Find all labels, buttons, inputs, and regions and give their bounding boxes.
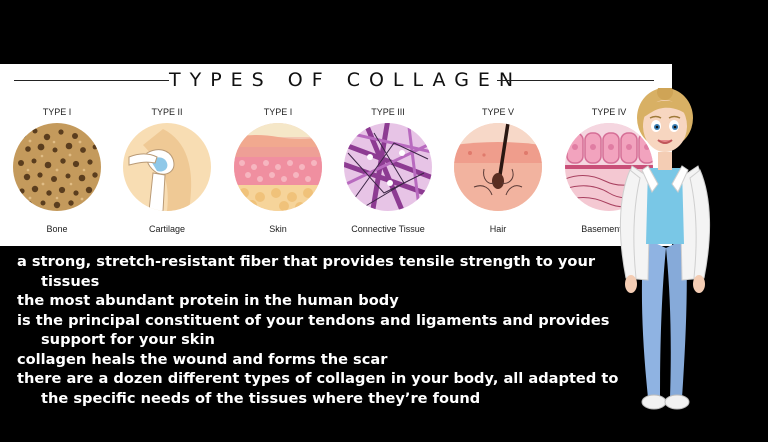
collagen-facts-list: a strong, stretch-resistant fiber that p… <box>17 252 627 408</box>
fact-item: a strong, stretch-resistant fiber that p… <box>17 253 596 290</box>
fact-item: there are a dozen different types of col… <box>17 370 619 407</box>
banner-title: TYPES OF COLLAGEN <box>169 69 523 91</box>
fiber-network-icon <box>344 123 432 211</box>
hair-follicle-icon <box>454 123 542 211</box>
banner-divider-right <box>497 80 654 81</box>
doctor-character-avatar <box>604 84 726 418</box>
type-label-cartilage: TYPE II <box>151 107 183 117</box>
bone-texture-icon <box>13 123 101 211</box>
tissue-label-basement: Basement Me <box>581 224 637 234</box>
tissue-label-skin: Skin <box>269 224 287 234</box>
type-label-connective: TYPE III <box>371 107 405 117</box>
type-label-bone: TYPE I <box>42 107 72 117</box>
fact-item: the most abundant protein in the human b… <box>17 292 399 309</box>
type-label-basement: TYPE IV <box>591 107 627 117</box>
collagen-types-banner: TYPES OF COLLAGEN TYPE I TYPE II TYPE I … <box>0 64 672 246</box>
type-label-skin: TYPE I <box>263 107 293 117</box>
skin-layers-icon <box>234 123 322 211</box>
shoulder-joint-icon <box>123 123 211 211</box>
tissue-label-connective: Connective Tissue <box>351 224 425 234</box>
tissue-label-hair: Hair <box>489 224 507 234</box>
tissue-label-cartilage: Cartilage <box>148 224 186 234</box>
fact-item: collagen heals the wound and forms the s… <box>17 350 388 368</box>
fact-item: is the principal constituent of your ten… <box>17 311 610 349</box>
tissue-label-bone: Bone <box>46 224 68 234</box>
banner-divider-left <box>14 80 169 81</box>
type-label-hair: TYPE V <box>481 107 514 117</box>
